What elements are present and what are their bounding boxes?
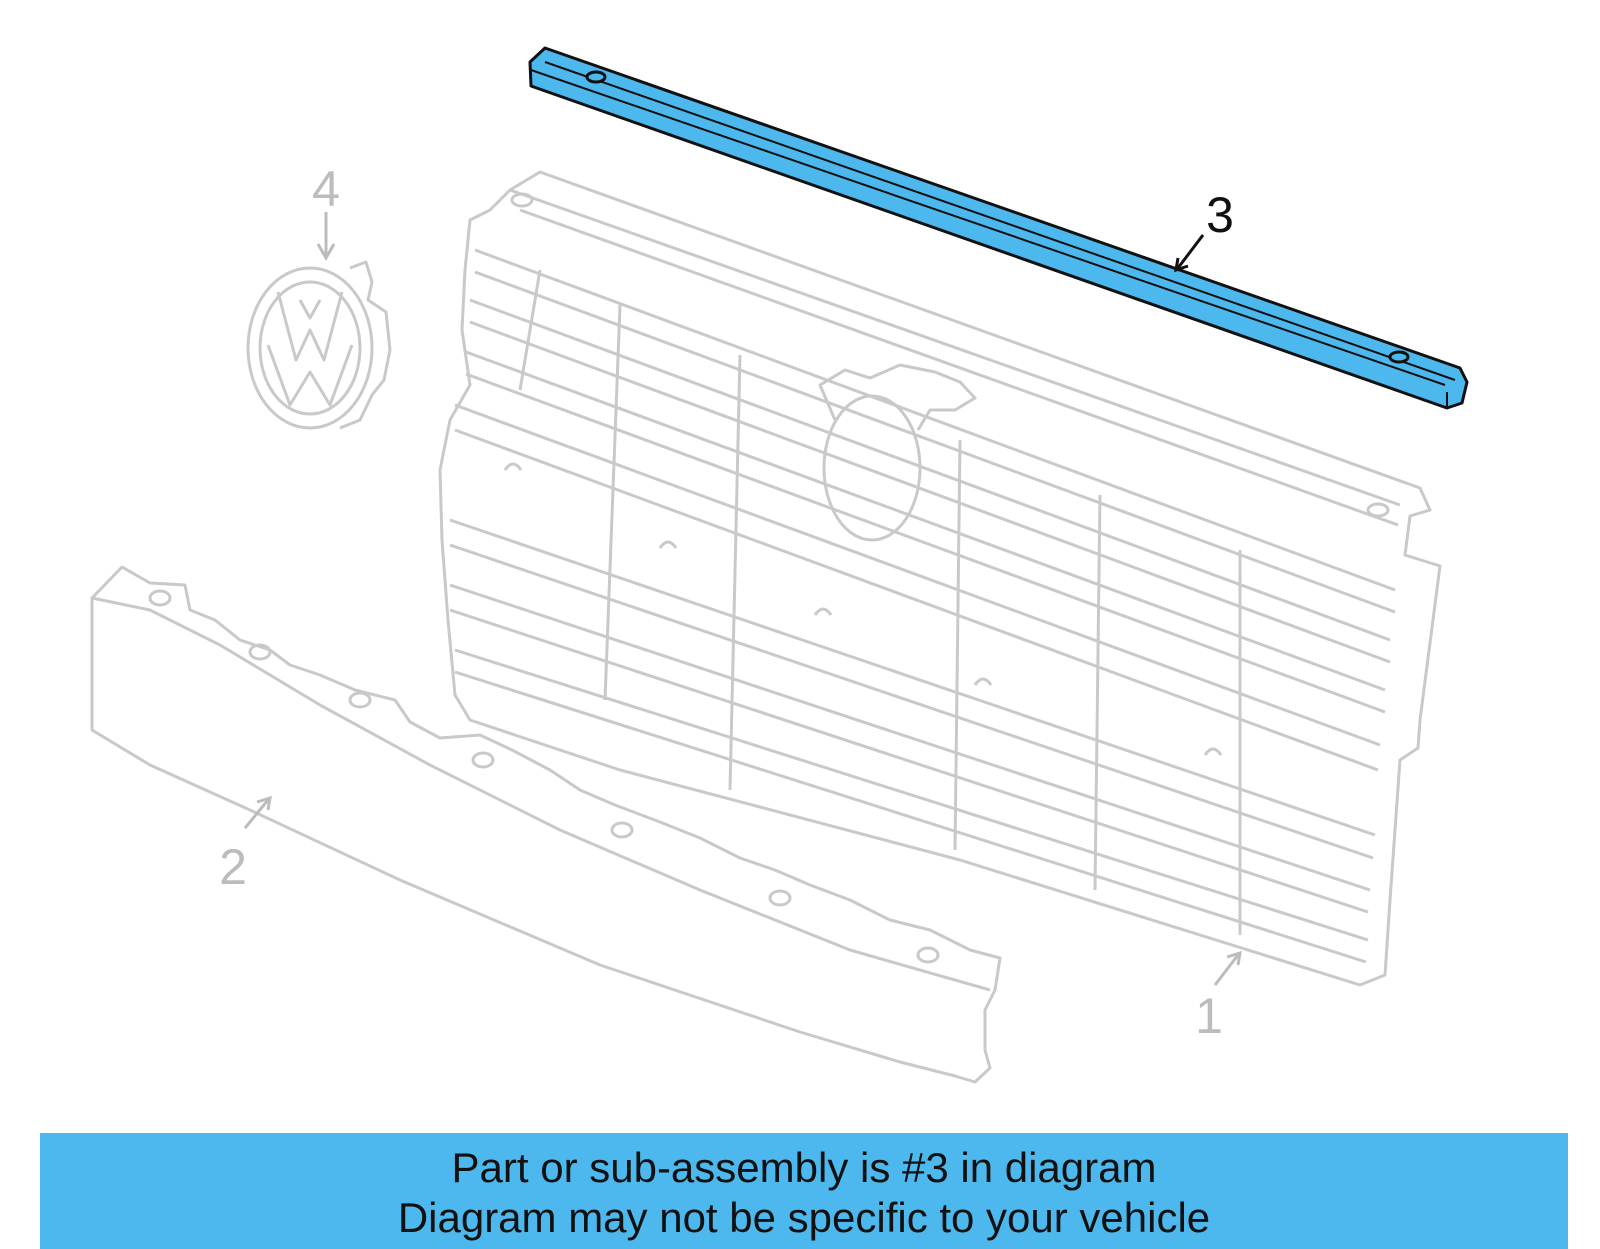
banner-line-part: Part or sub-assembly is #3 in diagram (451, 1144, 1157, 1191)
callout-arrows (243, 212, 1242, 986)
callout-3: 3 (1206, 187, 1234, 243)
callout-1: 1 (1195, 988, 1223, 1044)
part-2-bracket (90, 565, 1002, 1084)
part-4-emblem (246, 260, 392, 430)
info-banner: Part or sub-assembly is #3 in diagram Di… (40, 1133, 1568, 1249)
part-3-trim-strip (528, 46, 1469, 410)
callout-4: 4 (312, 161, 340, 217)
part-1-grille (438, 170, 1442, 987)
banner-line-disclaimer: Diagram may not be specific to your vehi… (397, 1194, 1211, 1241)
callout-2: 2 (219, 839, 247, 895)
